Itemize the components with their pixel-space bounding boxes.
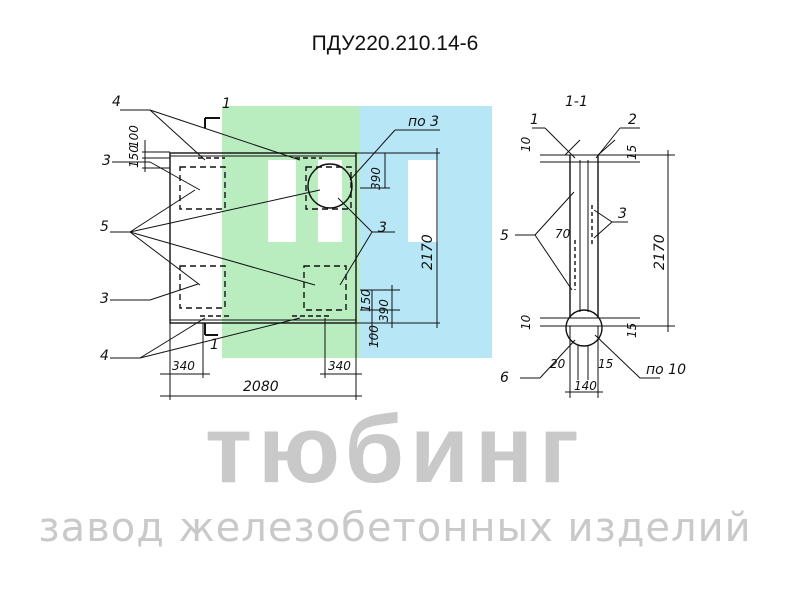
- callout-4-top: 4: [112, 94, 121, 110]
- section-labels: 1-1 1 2 5 3 6 по 10 10 15 70 2170 10 15 …: [500, 94, 686, 393]
- dim-2170-plan: 2170: [420, 234, 436, 270]
- plan-view: [110, 109, 440, 400]
- section-callout-po-10: по 10: [646, 362, 686, 378]
- callout-5: 5: [100, 219, 109, 235]
- section-title: 1-1: [565, 94, 588, 110]
- lifting-hole: [307, 163, 353, 209]
- dim-100: 100: [127, 125, 141, 148]
- section-dim-10-top: 10: [519, 136, 533, 152]
- section-dim-15-top: 15: [625, 145, 639, 160]
- plan-dimensions: [142, 140, 440, 400]
- dim-100-bottom: 100: [367, 325, 381, 348]
- dim-150: 150: [127, 145, 141, 168]
- section-dim-15-bottom: 15: [625, 323, 639, 338]
- logo-notch-right: [408, 160, 438, 242]
- plan-labels: 1 1 4 3 5 3 4 3 по 3 150 100 390 2170 15…: [100, 94, 439, 395]
- plan-leaders: [110, 109, 440, 359]
- section-callout-3: 3: [618, 206, 627, 222]
- section-leaders: [515, 127, 660, 379]
- dim-340-left: 340: [172, 359, 195, 373]
- logo-notch-mid: [318, 160, 342, 242]
- embed-part-top-left: [179, 166, 226, 210]
- callout-po-3: по 3: [408, 114, 439, 130]
- dim-390-top: 390: [369, 167, 383, 190]
- slab-outline: [169, 152, 357, 324]
- dim-390-bottom: 390: [377, 299, 391, 322]
- embed-part-bottom-right: [303, 265, 347, 311]
- drawing-title: ПДУ220.210.14-6: [311, 32, 479, 55]
- dim-2080: 2080: [243, 379, 279, 395]
- section-callout-2: 2: [628, 112, 637, 128]
- embed-part-top-right: [305, 166, 352, 210]
- section-mark-top: 1: [222, 96, 231, 112]
- embed-part-bottom-left: [179, 265, 226, 309]
- section-bearing-circle: [565, 309, 603, 347]
- watermark-tagline: завод железобетонных изделий: [38, 505, 752, 551]
- section-dim-10-bottom: 10: [519, 314, 533, 330]
- callout-3-top: 3: [102, 153, 111, 169]
- section-callout-5: 5: [500, 228, 509, 244]
- watermark-brand: тюбинг: [204, 396, 585, 503]
- section-dim-2170: 2170: [652, 234, 668, 270]
- section-dimensions: [565, 150, 675, 398]
- section-dim-20: 20: [550, 357, 566, 371]
- callout-4-bottom: 4: [100, 348, 109, 364]
- dim-340-right: 340: [328, 359, 351, 373]
- section-callout-6: 6: [500, 370, 509, 386]
- section-top-chamfer: [564, 139, 581, 156]
- dim-150-bottom: 150: [359, 289, 373, 312]
- section-callout-1: 1: [530, 112, 539, 128]
- callout-3-right: 3: [378, 220, 387, 236]
- section-dim-140: 140: [574, 379, 597, 393]
- section-dim-70: 70: [555, 227, 571, 241]
- section-view: [515, 127, 675, 398]
- section-mark-bottom: 1: [210, 337, 219, 353]
- callout-3-bottom: 3: [100, 291, 109, 307]
- logo-notch-left: [268, 160, 296, 242]
- section-dim-15-low: 15: [598, 357, 613, 371]
